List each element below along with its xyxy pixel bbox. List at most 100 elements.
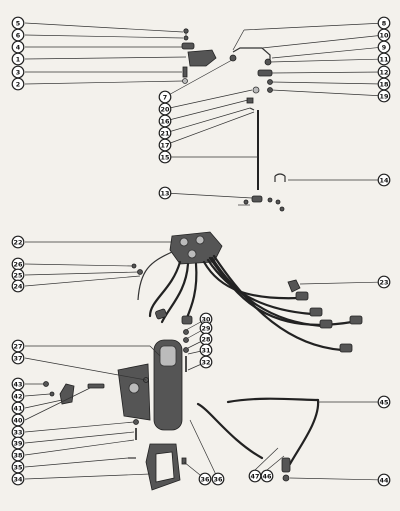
callout-circle	[377, 52, 391, 66]
callout-number: 14	[380, 176, 389, 184]
callout-36: 36	[198, 472, 212, 486]
callout-11: 11	[377, 52, 391, 66]
callout-31: 31	[199, 343, 213, 357]
callout-number: 21	[161, 129, 170, 137]
callout-16: 16	[158, 114, 172, 128]
callout-number: 23	[380, 278, 389, 286]
callout-number: 44	[380, 476, 389, 484]
callout-number: 43	[14, 380, 23, 388]
callout-7: 7	[158, 90, 172, 104]
callout-38: 38	[11, 448, 25, 462]
callout-number: 37	[14, 354, 23, 362]
callout-number: 30	[202, 315, 211, 323]
callout-41: 41	[11, 401, 25, 415]
callout-circle	[11, 472, 25, 486]
callout-number: 13	[161, 189, 170, 197]
callout-number: 19	[380, 92, 389, 100]
callout-number: 36	[201, 475, 210, 483]
callout-number: 47	[251, 472, 260, 480]
callout-14: 14	[377, 173, 391, 187]
callout-circle	[158, 150, 172, 164]
callout-number: 27	[14, 342, 23, 350]
washer-part	[182, 78, 188, 84]
callout-45: 45	[377, 395, 391, 409]
callout-number: 38	[14, 451, 23, 459]
callout-number: 16	[161, 117, 170, 125]
callout-circle	[11, 279, 25, 293]
callout-42: 42	[11, 389, 25, 403]
callout-34: 34	[11, 472, 25, 486]
callout-number: 3	[16, 68, 20, 76]
callout-number: 7	[163, 93, 167, 101]
callout-20: 20	[158, 102, 172, 116]
bracket-part	[181, 42, 195, 50]
callout-17: 17	[158, 138, 172, 152]
callout-26: 26	[11, 257, 25, 271]
callout-43: 43	[11, 377, 25, 391]
callout-number: 45	[380, 398, 389, 406]
callout-44: 44	[377, 473, 391, 487]
callout-circle	[158, 186, 172, 200]
callout-46: 46	[260, 469, 274, 483]
callout-number: 25	[14, 271, 23, 279]
lower-right-harness	[196, 397, 385, 482]
callout-circle	[11, 77, 25, 91]
callout-number: 40	[14, 416, 23, 424]
callout-circle	[11, 235, 25, 249]
callout-40: 40	[11, 413, 25, 427]
callout-circle	[260, 469, 274, 483]
callout-markers: 5641328109111218197201621171514132226252…	[11, 16, 391, 487]
callout-18: 18	[377, 77, 391, 91]
callout-number: 10	[380, 31, 389, 39]
callout-circle	[377, 173, 391, 187]
callout-number: 18	[380, 80, 389, 88]
callout-21: 21	[158, 126, 172, 140]
callout-27: 27	[11, 339, 25, 353]
callout-47: 47	[248, 469, 262, 483]
callout-12: 12	[377, 65, 391, 79]
callout-9: 9	[377, 40, 391, 54]
callout-number: 9	[382, 43, 387, 51]
callout-number: 32	[202, 358, 211, 366]
ignition-coil-group	[24, 318, 207, 431]
callout-1: 1	[11, 52, 25, 66]
callout-number: 8	[382, 19, 387, 27]
callout-number: 5	[16, 19, 20, 27]
callout-35: 35	[11, 460, 25, 474]
callout-36: 36	[211, 472, 225, 486]
screw-part	[183, 35, 189, 41]
callout-32: 32	[199, 355, 213, 369]
callout-number: 17	[161, 141, 170, 149]
callout-number: 15	[161, 153, 170, 161]
callout-circle	[198, 472, 212, 486]
callout-23: 23	[377, 275, 391, 289]
callout-number: 42	[14, 392, 23, 400]
callout-circle	[11, 351, 25, 365]
lower-left-parts-group	[24, 381, 219, 491]
callout-number: 12	[380, 68, 389, 76]
callout-number: 31	[202, 346, 211, 354]
callout-3: 3	[11, 65, 25, 79]
callout-5: 5	[11, 16, 25, 30]
callout-10: 10	[377, 28, 391, 42]
callout-circle	[211, 472, 225, 486]
callout-25: 25	[11, 268, 25, 282]
callout-number: 35	[14, 463, 23, 471]
callout-number: 28	[202, 335, 211, 343]
pin-part	[182, 66, 188, 78]
contact-point-assembly	[187, 49, 217, 67]
top-left-parts-group	[24, 22, 217, 85]
callout-number: 4	[16, 43, 21, 51]
top-right-parts-group	[164, 22, 385, 212]
callout-number: 24	[14, 282, 23, 290]
callout-circle	[11, 52, 25, 66]
callout-2: 2	[11, 77, 25, 91]
callout-number: 6	[16, 31, 21, 39]
callout-29: 29	[199, 321, 213, 335]
callout-number: 11	[380, 55, 389, 63]
callout-number: 1	[16, 55, 20, 63]
callout-4: 4	[11, 40, 25, 54]
callout-circle	[377, 89, 391, 103]
callout-33: 33	[11, 425, 25, 439]
callout-circle	[377, 395, 391, 409]
